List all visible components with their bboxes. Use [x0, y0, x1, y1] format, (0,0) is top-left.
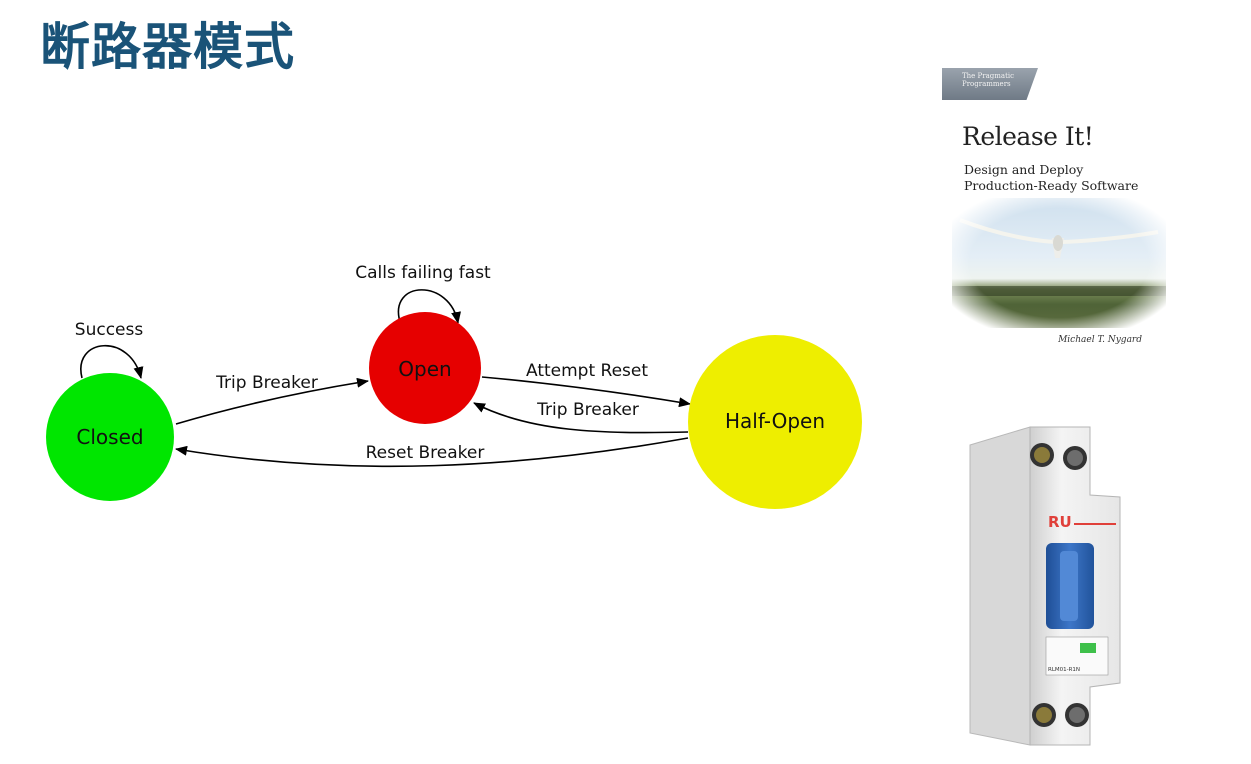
node-closed [46, 373, 174, 501]
circuit-breaker-photo: RU RLM01-R1N [969, 426, 1121, 746]
edge-half-open-to-open [473, 402, 689, 434]
breaker-brand: RU [1048, 513, 1072, 531]
publisher-banner [942, 68, 1038, 100]
edge-label-success: Success [75, 320, 144, 340]
edge-label-trip-breaker: Trip Breaker [215, 373, 318, 393]
node-half-open [688, 335, 862, 509]
edge-label-attempt-reset: Attempt Reset [526, 361, 648, 381]
release-it-book-cover: The Pragmatic Programmers Release It! De… [942, 68, 1172, 350]
node-label-closed: Closed [76, 425, 143, 449]
edge-closed-success-loop [80, 344, 144, 379]
glider-photo [952, 198, 1166, 328]
book-subtitle: Design and Deploy Production-Ready Softw… [964, 162, 1174, 194]
glider-icon [952, 218, 1166, 296]
edge-label-calls-failing-fast: Calls failing fast [355, 263, 491, 283]
edge-closed-to-open [175, 377, 369, 425]
book-subtitle-line1: Design and Deploy [964, 162, 1084, 177]
edge-open-to-half-open [481, 376, 691, 408]
page-title: 断路器模式 [40, 18, 295, 76]
book-author: Michael T. Nygard [1058, 335, 1142, 345]
breaker-model: RLM01-R1N [1048, 667, 1080, 673]
edge-open-calls-failing-loop [397, 289, 461, 324]
book-title: Release It! [962, 122, 1094, 151]
book-publisher: The Pragmatic Programmers [962, 72, 1015, 88]
state-diagram: Closed Open Half-Open Success Trip Break… [46, 263, 862, 509]
book-subtitle-line2: Production-Ready Software [964, 178, 1139, 193]
edge-half-open-to-closed [175, 437, 689, 468]
edge-label-reset-breaker: Reset Breaker [366, 443, 485, 463]
node-open [369, 312, 481, 424]
edge-label-trip-breaker-back: Trip Breaker [536, 400, 639, 420]
node-label-half-open: Half-Open [725, 409, 825, 433]
node-label-open: Open [398, 357, 451, 381]
